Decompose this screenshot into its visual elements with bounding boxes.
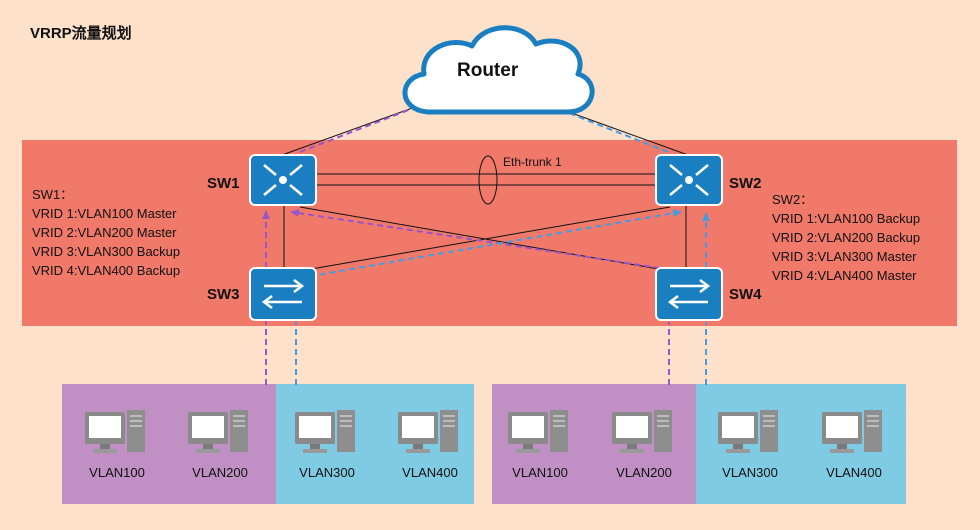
blue-flow-sw3-sw2 — [299, 209, 682, 279]
sw3-icon — [249, 267, 317, 321]
sw1-info-line: VRID 4:VLAN400 Backup — [32, 263, 181, 278]
sw1-info-line: VRID 1:VLAN100 Master — [32, 206, 177, 221]
vlan-label: VLAN300 — [722, 465, 778, 480]
vlan-label: VLAN100 — [89, 465, 145, 480]
blue-flows — [295, 102, 710, 385]
sw2-vrrp-info: SW2： VRID 1:VLAN100 Backup VRID 2:VLAN20… — [772, 190, 920, 285]
router-label: Router — [457, 60, 519, 81]
vlan-label: VLAN400 — [826, 465, 882, 480]
page-title: VRRP流量规划 — [30, 25, 132, 42]
sw2-icon — [655, 154, 723, 206]
sw2-info-line: VRID 1:VLAN100 Backup — [772, 211, 921, 226]
link-sw2-sw3 — [293, 206, 671, 273]
sw1-info-line: VRID 2:VLAN200 Master — [32, 225, 177, 240]
link-sw1-sw4 — [299, 206, 677, 273]
purple-flows — [262, 102, 670, 385]
blue-flow-sw2-router — [544, 102, 669, 153]
vlan-label: VLAN400 — [402, 465, 458, 480]
eth-trunk-ring — [478, 155, 498, 205]
vlan-label: VLAN100 — [512, 465, 568, 480]
sw4-icon — [655, 267, 723, 321]
vlan-label: VLAN200 — [616, 465, 672, 480]
eth-trunk-label: Eth-trunk 1 — [503, 155, 562, 169]
sw2-info-heading: SW2： — [772, 192, 814, 207]
sw1-icon — [249, 154, 317, 206]
physical-links — [281, 97, 689, 273]
sw1-info-line: VRID 3:VLAN300 Backup — [32, 244, 181, 259]
core-zone — [22, 140, 957, 326]
sw3-label: SW3 — [207, 286, 240, 303]
router-cloud — [402, 25, 595, 115]
vlan-label: VLAN300 — [299, 465, 355, 480]
sw2-info-line: VRID 2:VLAN200 Backup — [772, 230, 921, 245]
sw1-info-heading: SW1： — [32, 187, 74, 202]
sw1-vrrp-info: SW1： VRID 1:VLAN100 Master VRID 2:VLAN20… — [32, 185, 180, 280]
vlan-label: VLAN200 — [192, 465, 248, 480]
sw4-label: SW4 — [729, 286, 762, 303]
sw2-label: SW2 — [729, 175, 762, 192]
purple-flow-sw1-router — [299, 102, 426, 153]
sw1-label: SW1 — [207, 175, 240, 192]
sw2-info-line: VRID 3:VLAN300 Master — [772, 249, 917, 264]
sw2-info-line: VRID 4:VLAN400 Master — [772, 268, 917, 283]
purple-flow-sw4-sw1 — [290, 209, 661, 269]
